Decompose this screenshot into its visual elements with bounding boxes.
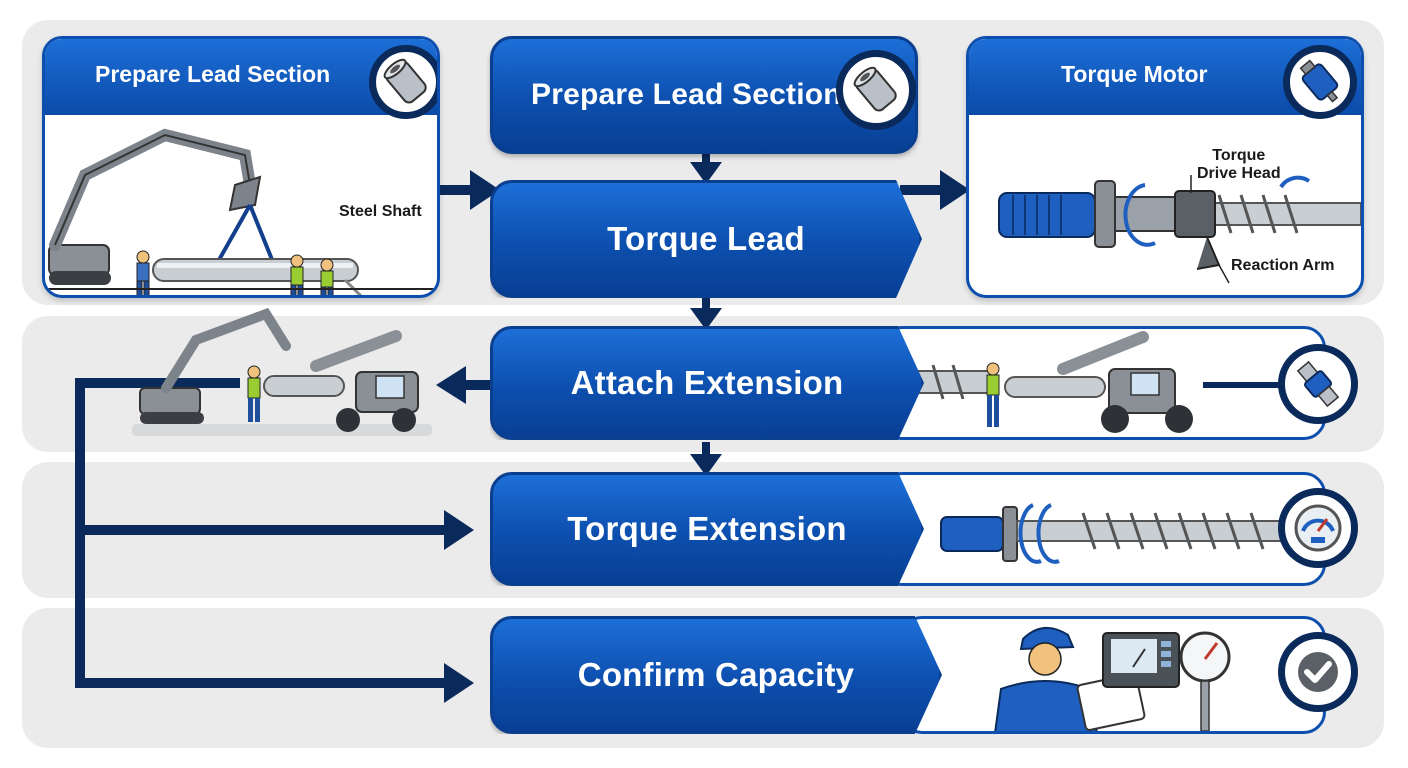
pressure-gauge-icon bbox=[1278, 488, 1358, 568]
motor-helix-illustration bbox=[940, 503, 1318, 564]
technician-reading-gauge-illustration bbox=[994, 627, 1231, 731]
torque-drive-head-callout: Torque Drive Head bbox=[1197, 147, 1281, 182]
torque-motor-card: Torque Motor Torque Drive Head Reaction … bbox=[966, 36, 1364, 298]
excavator-telehandler-scene bbox=[132, 307, 432, 436]
excavator-lifting-shaft-illustration bbox=[45, 128, 437, 295]
reaction-arm-callout: Reaction Arm bbox=[1231, 257, 1335, 274]
steel-pipe-icon bbox=[369, 45, 437, 119]
telehandler-extension-illustration bbox=[912, 331, 1283, 433]
torque-motor-assembly-illustration bbox=[998, 175, 1361, 284]
confirm-capacity-step-label: Confirm Capacity bbox=[577, 656, 855, 693]
prepare-lead-step-label: Prepare Lead Section bbox=[531, 78, 842, 111]
confirm-capacity-panel bbox=[900, 616, 1326, 734]
torque-extension-step-label: Torque Extension bbox=[567, 510, 847, 547]
attach-extension-step-label: Attach Extension bbox=[570, 364, 844, 401]
prepare-lead-card: Prepare Lead Section Steel Shaft bbox=[42, 36, 440, 298]
attach-extension-step[interactable]: Attach Extension bbox=[490, 326, 924, 440]
torque-lead-step-label: Torque Lead bbox=[607, 220, 805, 257]
prepare-lead-card-title: Prepare Lead Section bbox=[95, 61, 331, 87]
torque-extension-panel bbox=[880, 472, 1326, 586]
check-icon bbox=[1278, 632, 1358, 712]
coupling-icon bbox=[1278, 344, 1358, 424]
motor-icon bbox=[1283, 45, 1357, 119]
torque-lead-step[interactable]: Torque Lead bbox=[490, 180, 922, 298]
steel-shaft-callout: Steel Shaft bbox=[339, 203, 422, 220]
torque-motor-card-title: Torque Motor bbox=[1061, 61, 1208, 87]
steel-pipe-icon bbox=[836, 50, 916, 130]
attach-extension-panel bbox=[880, 326, 1326, 440]
torque-extension-step[interactable]: Torque Extension bbox=[490, 472, 924, 586]
confirm-capacity-step[interactable]: Confirm Capacity bbox=[490, 616, 942, 734]
